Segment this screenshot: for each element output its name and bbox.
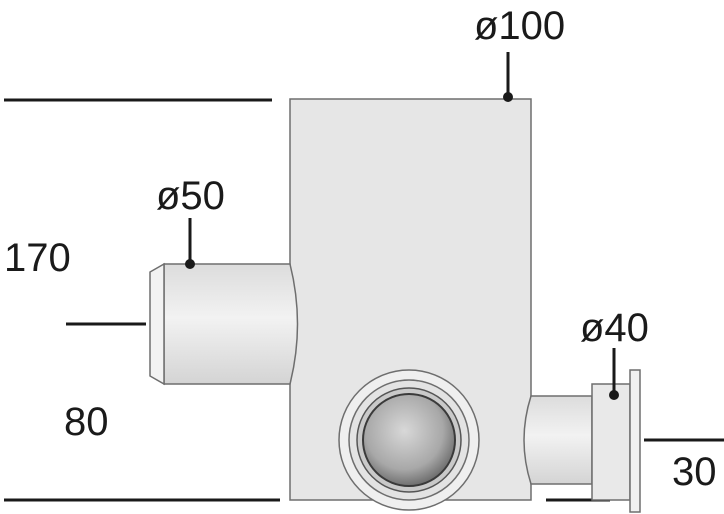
dimension-label-outlet-height: 30 bbox=[672, 450, 717, 494]
dimension-label-outlet-diameter: ø40 bbox=[580, 306, 649, 350]
bottom-opening-bore bbox=[362, 393, 456, 487]
dimension-label-inlet-diameter: ø50 bbox=[156, 174, 225, 218]
dimension-label-inlet-height: 80 bbox=[64, 400, 109, 444]
leader-dot-d40 bbox=[609, 390, 619, 400]
left-inlet-cap bbox=[149, 262, 165, 386]
dimension-label-main-diameter: ø100 bbox=[474, 4, 566, 48]
leader-dot-d100 bbox=[503, 92, 513, 102]
leader-dot-d50 bbox=[185, 259, 195, 269]
left-inlet-pipe bbox=[163, 263, 299, 385]
right-outlet-pipe bbox=[523, 395, 593, 485]
dimension-label-overall-height: 170 bbox=[4, 236, 71, 280]
right-outlet-coupler bbox=[591, 383, 631, 501]
right-outlet-flange bbox=[629, 369, 641, 513]
